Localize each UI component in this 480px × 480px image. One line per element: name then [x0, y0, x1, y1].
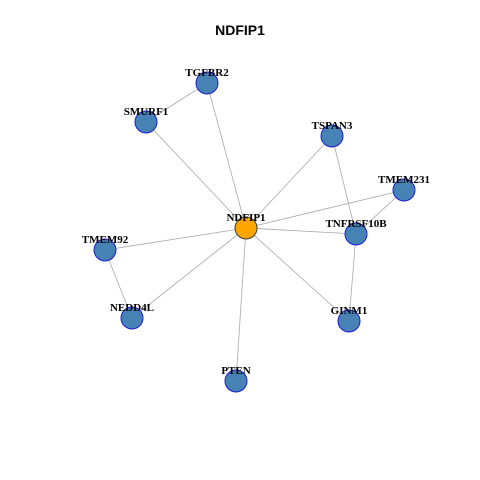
edge-tgfbr2-ndfip1: [206, 82, 247, 229]
edge-tspan3-tnfrsf10b: [331, 135, 357, 235]
edge-smurf1-ndfip1: [145, 121, 247, 229]
node-tgfbr2: [195, 71, 219, 95]
edge-tmem231-ndfip1: [245, 189, 405, 229]
node-tmem231: [392, 178, 416, 202]
node-ginm1: [337, 309, 361, 333]
node-label-tgfbr2: TGFBR2: [185, 67, 229, 79]
node-label-smurf1: SMURF1: [124, 106, 169, 118]
node-label-ginm1: GINM1: [331, 305, 368, 317]
edge-ndfip1-tnfrsf10b: [245, 227, 357, 235]
edge-ndfip1-ginm1: [245, 227, 350, 322]
node-smurf1: [134, 110, 158, 134]
edge-tmem92-nedd4l: [104, 249, 133, 319]
node-label-ndfip1: NDFIP1: [226, 212, 265, 224]
node-ndfip1: [234, 216, 258, 240]
edge-tspan3-ndfip1: [245, 135, 333, 229]
node-nedd4l: [120, 306, 144, 330]
diagram-title: NDFIP1: [215, 22, 265, 38]
edge-ndfip1-pten: [235, 227, 247, 382]
edge-smurf1-tgfbr2: [145, 82, 208, 123]
node-label-pten: PTEN: [221, 365, 250, 377]
edge-layer: [104, 82, 405, 382]
label-layer: NDFIP1 TGFBR2SMURF1TSPAN3TMEM231TNFRSF10B…: [82, 67, 430, 377]
node-layer: [93, 71, 416, 393]
edge-ndfip1-nedd4l: [131, 227, 247, 319]
node-label-tmem231: TMEM231: [378, 174, 430, 186]
node-tmem92: [93, 238, 117, 262]
node-label-tnfrsf10b: TNFRSF10B: [325, 218, 387, 230]
node-label-tspan3: TSPAN3: [312, 120, 353, 132]
node-pten: [224, 369, 248, 393]
node-tnfrsf10b: [344, 222, 368, 246]
edge-tnfrsf10b-ginm1: [348, 233, 357, 322]
node-label-nedd4l: NEDD4L: [110, 302, 154, 314]
node-label-tmem92: TMEM92: [82, 234, 129, 246]
edge-ndfip1-tmem92: [104, 227, 247, 251]
node-tspan3: [320, 124, 344, 148]
